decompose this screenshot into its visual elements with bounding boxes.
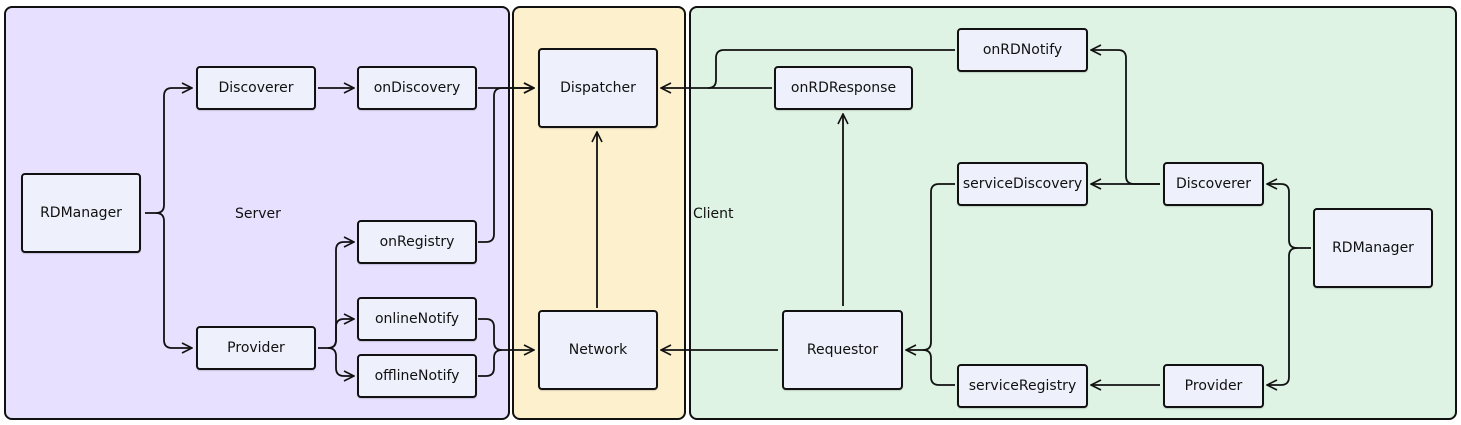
server-onlinenotify-node[interactable]: onlineNotify [357,297,477,341]
server-label: Server [235,206,281,222]
client-provider-node[interactable]: Provider [1163,364,1264,408]
client-label: Client [693,206,734,222]
client-servicediscovery-node[interactable]: serviceDiscovery [957,162,1088,206]
server-offlinenotify-node[interactable]: offlineNotify [357,354,477,398]
network-node[interactable]: Network [538,310,658,390]
client-onrdnotify-node[interactable]: onRDNotify [957,28,1088,72]
server-discoverer-node[interactable]: Discoverer [196,66,316,110]
client-requestor-node[interactable]: Requestor [782,310,903,390]
client-discoverer-node[interactable]: Discoverer [1163,162,1264,206]
server-provider-node[interactable]: Provider [196,326,316,370]
server-ondiscovery-node[interactable]: onDiscovery [357,66,477,110]
client-rdmanager-node[interactable]: RDManager [1313,208,1433,288]
server-rdmanager-node[interactable]: RDManager [21,173,141,253]
server-onregistry-node[interactable]: onRegistry [357,220,477,264]
client-serviceregistry-node[interactable]: serviceRegistry [957,364,1088,408]
client-onrdresponse-node[interactable]: onRDResponse [774,66,913,110]
dispatcher-node[interactable]: Dispatcher [538,48,658,128]
